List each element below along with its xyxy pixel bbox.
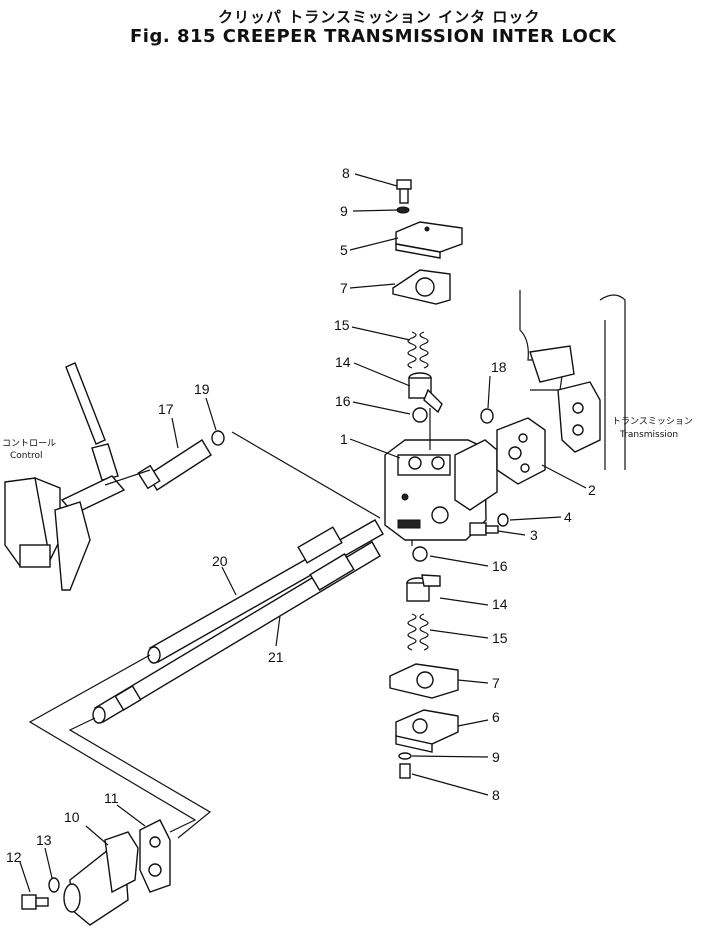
plate-2 xyxy=(496,417,546,485)
callout-4: 4 xyxy=(564,509,572,525)
transmission-note-jp: トランスミッション xyxy=(612,416,693,427)
callout-9-top: 9 xyxy=(340,203,348,219)
control-note-jp: コントロール xyxy=(2,439,56,449)
callout-21: 21 xyxy=(268,649,284,665)
transmission-note-en: Transmission xyxy=(619,430,678,440)
callout-17: 17 xyxy=(158,401,174,417)
ball-16-bottom xyxy=(412,546,428,562)
callout-10: 10 xyxy=(64,809,80,825)
callout-6: 6 xyxy=(492,709,500,725)
callout-2: 2 xyxy=(588,482,596,498)
callout-15-top: 15 xyxy=(334,317,350,333)
rod-21 xyxy=(92,541,381,724)
callout-16-top: 16 xyxy=(335,393,351,409)
callout-19: 19 xyxy=(194,381,210,397)
detent-14-top xyxy=(408,372,443,414)
leader-lines xyxy=(19,173,587,893)
detent-14-bottom xyxy=(406,574,441,602)
bolt-3 xyxy=(469,522,499,536)
callout-1: 1 xyxy=(340,431,348,447)
pin-17 xyxy=(137,439,212,491)
washer-4 xyxy=(497,513,509,527)
callout-16-bottom: 16 xyxy=(492,558,508,574)
gasket-7-top xyxy=(392,269,451,305)
control-note-en: Control xyxy=(10,451,43,461)
bolt-8-bottom xyxy=(399,763,411,779)
routing-lines xyxy=(28,408,431,839)
gasket-11 xyxy=(139,819,171,893)
washer-9-bottom xyxy=(398,752,412,760)
ring-19 xyxy=(211,430,225,446)
callout-13: 13 xyxy=(36,832,52,848)
washer-9-top xyxy=(396,206,410,214)
callout-20: 20 xyxy=(212,553,228,569)
cover-6 xyxy=(395,709,459,753)
title-japanese: クリッパ トランスミッション インタ ロック xyxy=(218,8,541,26)
callout-5: 5 xyxy=(340,242,348,258)
callout-3: 3 xyxy=(530,527,538,543)
gasket-7-bottom xyxy=(389,663,459,699)
control-linkage xyxy=(4,362,126,591)
callout-11: 11 xyxy=(104,790,119,806)
ball-16-top xyxy=(412,407,428,423)
interlock-body-1 xyxy=(384,439,498,541)
callout-8-top: 8 xyxy=(342,165,350,181)
washer-18 xyxy=(480,408,494,424)
rod-20 xyxy=(147,519,384,664)
transmission-housing xyxy=(519,290,626,470)
washer-13 xyxy=(48,877,60,893)
callout-15-bottom: 15 xyxy=(492,630,508,646)
callout-14-top: 14 xyxy=(335,354,351,370)
bolt-8-top xyxy=(396,179,412,204)
callout-9-bottom: 9 xyxy=(492,749,500,765)
bolt-12 xyxy=(21,894,49,910)
callout-7-top: 7 xyxy=(340,280,348,296)
callout-14-bottom: 14 xyxy=(492,596,508,612)
spring-15-top xyxy=(407,331,429,369)
cover-5 xyxy=(395,221,463,259)
callout-12: 12 xyxy=(6,849,22,865)
spring-15-bottom xyxy=(407,613,429,651)
callout-8-bottom: 8 xyxy=(492,787,500,803)
housing-10 xyxy=(63,831,139,926)
figure-title: Fig. 815 CREEPER TRANSMISSION INTER LOCK xyxy=(130,26,617,47)
callout-18: 18 xyxy=(491,359,507,375)
callout-7-bottom: 7 xyxy=(492,675,500,691)
